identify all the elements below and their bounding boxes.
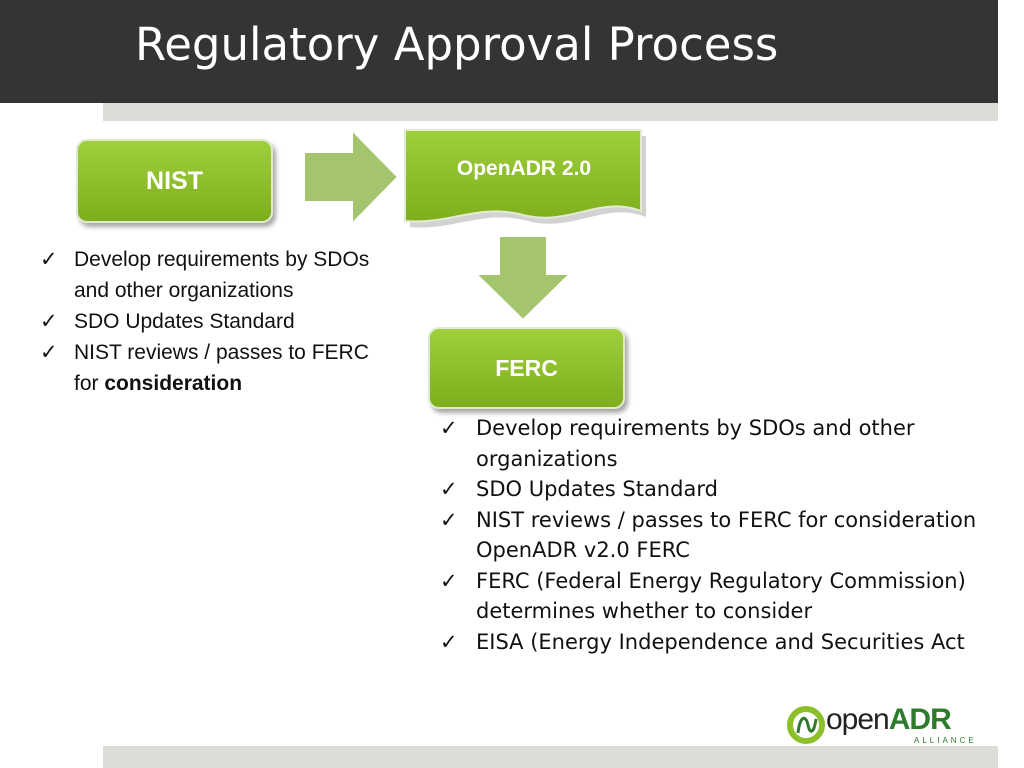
openadr-label: OpenADR 2.0 [456, 157, 592, 180]
checkmark-icon: ✓ [40, 310, 58, 333]
list-item: ✓ NIST reviews / passes to FERC for cons… [440, 505, 1015, 566]
nist-label: NIST [146, 166, 203, 195]
checkmark-icon: ✓ [440, 629, 458, 654]
list-item: ✓ EISA (Energy Independence and Securiti… [440, 627, 1015, 658]
right-arrow-icon [303, 128, 400, 226]
checkmark-icon: ✓ [40, 341, 58, 364]
checkmark-icon: ✓ [440, 507, 458, 532]
openadr-document-shape [404, 129, 646, 228]
list-item: ✓ Develop requirements by SDOs and other… [440, 413, 1015, 474]
logo-wordmark: openADR [826, 703, 952, 736]
logo-subtitle: ALLIANCE [914, 736, 977, 745]
nist-box: NIST [76, 139, 273, 223]
down-arrow-icon [473, 235, 573, 322]
ferc-box: FERC [428, 327, 625, 409]
bottom-band [103, 746, 998, 768]
checkmark-icon: ✓ [440, 416, 458, 440]
ferc-label: FERC [495, 354, 558, 381]
nist-checklist: ✓ Develop requirements by SDOs and other… [40, 244, 370, 399]
list-item: ✓ SDO Updates Standard [440, 474, 1015, 505]
ferc-checklist: ✓ Develop requirements by SDOs and other… [440, 413, 1015, 657]
list-item: ✓ FERC (Federal Energy Regulatory Commis… [440, 566, 1015, 627]
slide-title: Regulatory Approval Process [135, 18, 779, 71]
list-item: ✓ SDO Updates Standard [40, 306, 370, 337]
openadr-logo-icon [787, 706, 825, 744]
checkmark-icon: ✓ [40, 248, 58, 271]
checkmark-icon: ✓ [440, 477, 458, 501]
list-item: ✓ Develop requirements by SDOs and other… [40, 244, 370, 306]
title-bar [0, 0, 998, 103]
top-band [103, 103, 998, 121]
list-item: ✓ NIST reviews / passes to FERC for cons… [40, 337, 370, 399]
checkmark-icon: ✓ [440, 568, 458, 593]
